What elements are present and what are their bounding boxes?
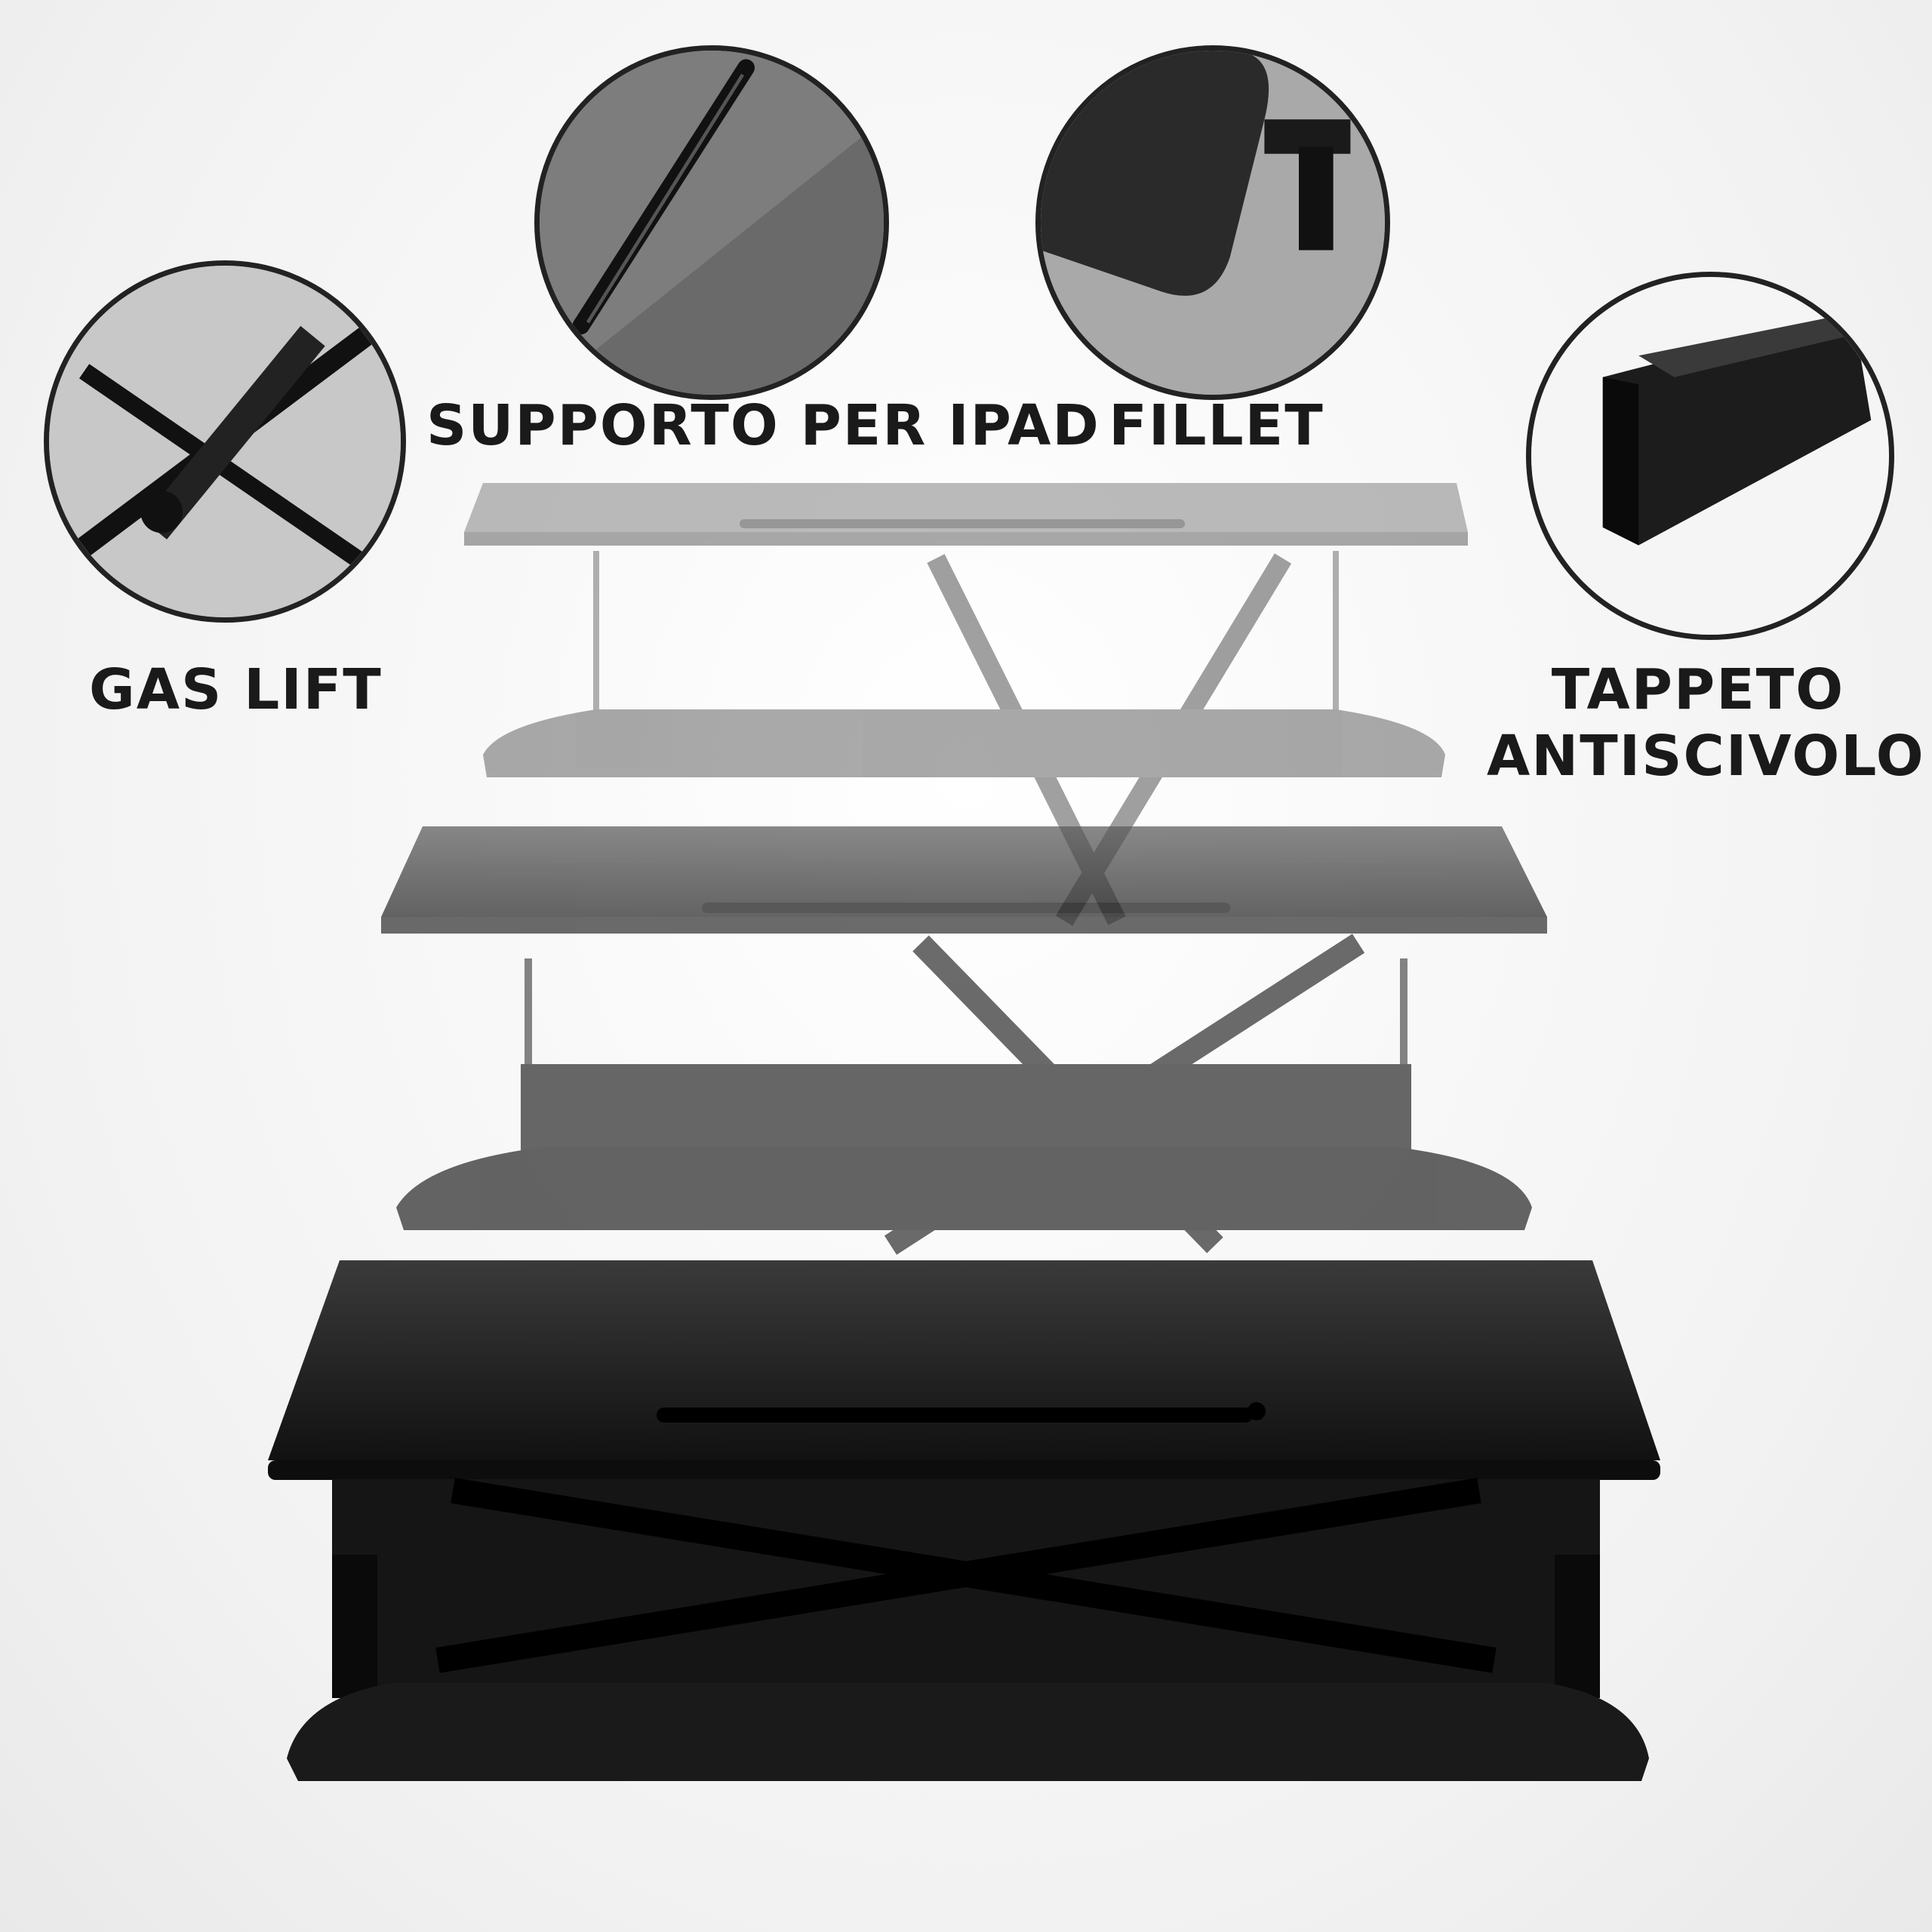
ipad-slot-detail-icon [534, 45, 889, 400]
anti-slip-pad-detail-icon [1526, 272, 1894, 640]
gas-lift-detail-icon [44, 260, 406, 623]
anti-slip-label: TAPPETO ANTISCIVOLO [1487, 657, 1925, 789]
desk-position-high [464, 483, 1468, 926]
ipad-stand-label: SUPPORTO PER IPAD [426, 393, 1100, 458]
fillet-label: FILLET [1109, 393, 1324, 458]
desk-position-mid [381, 826, 1547, 1255]
anti-slip-label-line1: TAPPETO [1551, 657, 1845, 722]
anti-slip-label-line2: ANTISCIVOLO [1487, 724, 1925, 789]
rounded-corner-detail-icon [1035, 45, 1390, 400]
desk-position-low [268, 1260, 1660, 1781]
gas-lift-label: GAS LIFT [89, 657, 383, 722]
